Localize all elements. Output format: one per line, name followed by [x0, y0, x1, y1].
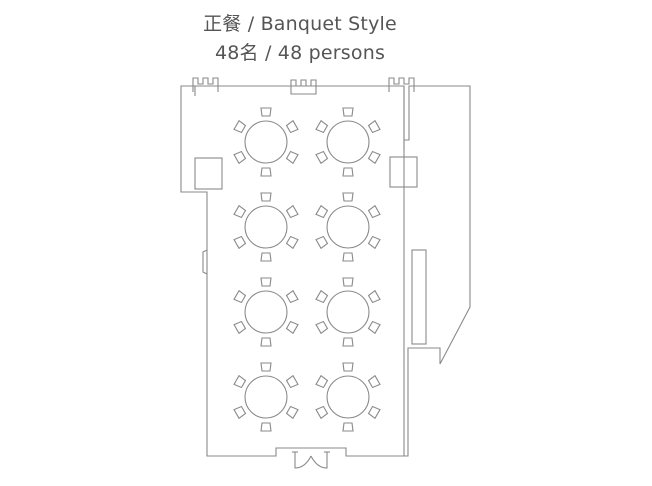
chair [233, 289, 247, 304]
chair [315, 235, 329, 250]
chair [260, 252, 272, 262]
chair [260, 107, 272, 117]
chair [260, 422, 272, 432]
room-wall [180, 85, 471, 457]
chair [367, 289, 381, 304]
chair [342, 337, 354, 347]
chair [342, 422, 354, 432]
chair [233, 119, 247, 134]
chair [285, 235, 299, 250]
chair [367, 235, 381, 250]
left-notch [202, 249, 208, 275]
chair [285, 320, 299, 335]
chair [285, 150, 299, 165]
chair [342, 277, 354, 287]
table-top [244, 120, 288, 164]
table-top [244, 205, 288, 249]
top-fixture-center [290, 79, 317, 95]
chair [315, 320, 329, 335]
chair [260, 337, 272, 347]
chair [260, 167, 272, 177]
table-top [326, 120, 370, 164]
chair [285, 374, 299, 389]
round-table [233, 192, 299, 262]
chair [260, 362, 272, 372]
pillar-left [194, 157, 223, 190]
round-table [233, 107, 299, 177]
chair [367, 204, 381, 219]
chair [233, 320, 247, 335]
chair [315, 289, 329, 304]
table-top [244, 290, 288, 334]
chair [233, 405, 247, 420]
chair [285, 289, 299, 304]
chair [315, 150, 329, 165]
round-table [315, 192, 381, 262]
table-top [244, 375, 288, 419]
chair [342, 192, 354, 202]
chair [285, 204, 299, 219]
round-table [315, 362, 381, 432]
table-top [326, 290, 370, 334]
chair [233, 374, 247, 389]
chair [285, 405, 299, 420]
round-table [233, 277, 299, 347]
chair [367, 119, 381, 134]
side-table [411, 249, 427, 345]
layout-title: 正餐 / Banquet Style [203, 13, 397, 35]
chair [315, 204, 329, 219]
chair [233, 235, 247, 250]
chair [367, 405, 381, 420]
chair [342, 252, 354, 262]
chair [315, 119, 329, 134]
chair [233, 150, 247, 165]
chair [342, 362, 354, 372]
chair [367, 150, 381, 165]
chair [285, 119, 299, 134]
banquet-tables [233, 107, 381, 432]
round-table [315, 107, 381, 177]
chair [233, 204, 247, 219]
round-table [315, 277, 381, 347]
left-wall-step [181, 85, 196, 96]
table-top [326, 205, 370, 249]
round-table [233, 362, 299, 432]
capacity-label: 48名 / 48 persons [214, 42, 386, 64]
chair [260, 192, 272, 202]
pillar-right [389, 156, 418, 188]
chair [367, 320, 381, 335]
chair [342, 107, 354, 117]
chair [315, 405, 329, 420]
chair [367, 374, 381, 389]
chair [260, 277, 272, 287]
entrance-door [292, 451, 330, 469]
table-top [326, 375, 370, 419]
chair [342, 167, 354, 177]
chair [315, 374, 329, 389]
top-fixture-left [192, 77, 219, 92]
top-fixture-right [388, 77, 415, 92]
